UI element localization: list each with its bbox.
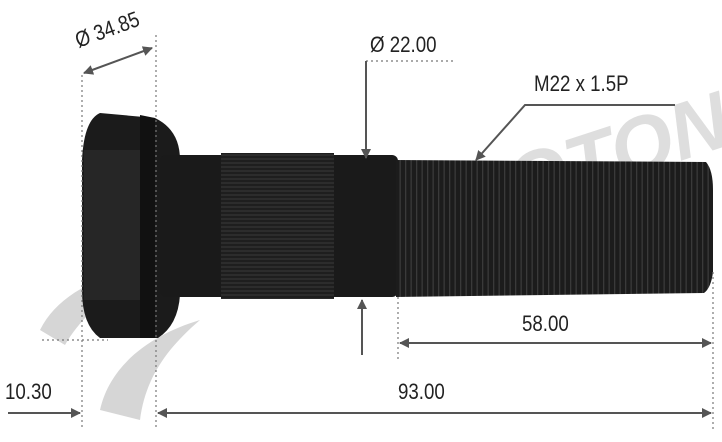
head-diameter-arrow	[83, 46, 153, 75]
total-length-label: 93.00	[398, 379, 445, 404]
knurled-section	[221, 153, 334, 299]
head-thickness-label: 10.30	[5, 379, 52, 404]
thread-leader	[475, 104, 675, 161]
extension-lines	[42, 35, 714, 430]
shank-diameter-label: Ø 22.00	[370, 32, 437, 57]
thread-length-label: 58.00	[522, 311, 569, 336]
threaded-section	[396, 160, 713, 297]
thread-spec-label: M22 x 1.5P	[534, 71, 629, 96]
dimension-lines	[8, 46, 712, 418]
